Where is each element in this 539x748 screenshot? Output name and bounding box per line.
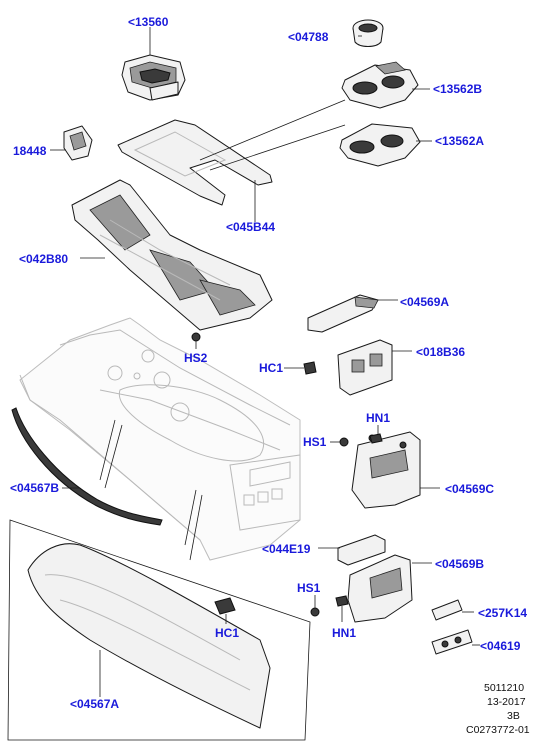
footer-reference: 5011210 13-2017 3B C0273772-01	[466, 682, 530, 736]
callout-257K14: <257K14	[478, 606, 527, 620]
callout-044E19: <044E19	[262, 542, 311, 556]
callout-labels: <13560 <04788 <13562B 18448 <13562A <045…	[10, 15, 527, 711]
callout-hc1-bottom: HC1	[215, 626, 239, 640]
callout-045B44: <045B44	[226, 220, 275, 234]
callout-04569B: <04569B	[435, 557, 484, 571]
console-ghost-outline	[19, 317, 301, 561]
callout-13560: <13560	[128, 15, 169, 29]
callout-hs2: HS2	[184, 351, 208, 365]
nut-hn1-lower	[335, 595, 349, 607]
callout-hs1-top: HS1	[303, 435, 327, 449]
callout-13562B: <13562B	[433, 82, 482, 96]
frame-042B80	[71, 179, 273, 331]
callout-04567B: <04567B	[10, 481, 59, 495]
clip-hc1-upper	[303, 361, 317, 375]
callout-04567A: <04567A	[70, 697, 119, 711]
vent-018B36	[337, 339, 393, 396]
cupholder-13562B	[341, 61, 419, 109]
socket-04619	[431, 629, 473, 655]
callout-042B80: <042B80	[19, 252, 68, 266]
trim-04569A	[307, 294, 379, 333]
callout-13562A: <13562A	[435, 134, 484, 148]
cup-insert-04788	[352, 19, 384, 47]
bracket-044E19	[337, 534, 386, 566]
footer-line-3: 3B	[507, 710, 520, 722]
trim-bezel-045B44	[117, 119, 273, 206]
detail-box	[7, 519, 311, 741]
callout-04619: <04619	[480, 639, 521, 653]
panel-04569C	[351, 431, 421, 509]
panel-04567A	[27, 543, 271, 729]
seal-04567B	[11, 407, 163, 526]
leader-lines	[50, 27, 480, 697]
panel-04569B	[347, 554, 413, 623]
screw-hs1-upper	[339, 437, 349, 447]
callout-hn1-bottom: HN1	[332, 626, 356, 640]
callout-018B36: <018B36	[416, 345, 465, 359]
clip-hc1-lower	[214, 597, 236, 615]
screw-hs2	[191, 332, 201, 349]
screw-hs1-lower	[310, 607, 320, 617]
pad-257K14	[431, 599, 463, 621]
callout-04569C: <04569C	[445, 482, 494, 496]
callout-04569A: <04569A	[400, 295, 449, 309]
footer-line-4: C0273772-01	[466, 724, 530, 736]
footer-line-2: 13-2017	[487, 696, 526, 708]
footer-line-1: 5011210	[484, 682, 524, 694]
callout-hs1-bottom: HS1	[297, 581, 321, 595]
callout-hc1-top: HC1	[259, 361, 283, 375]
cupholder-module-13560	[121, 54, 186, 101]
callout-04788: <04788	[288, 30, 329, 44]
callout-18448: 18448	[13, 144, 47, 158]
callout-hn1-top: HN1	[366, 411, 390, 425]
nut-hn1-upper	[369, 433, 383, 444]
bracket-18448	[63, 125, 93, 161]
cupholder-13562A	[339, 123, 421, 167]
